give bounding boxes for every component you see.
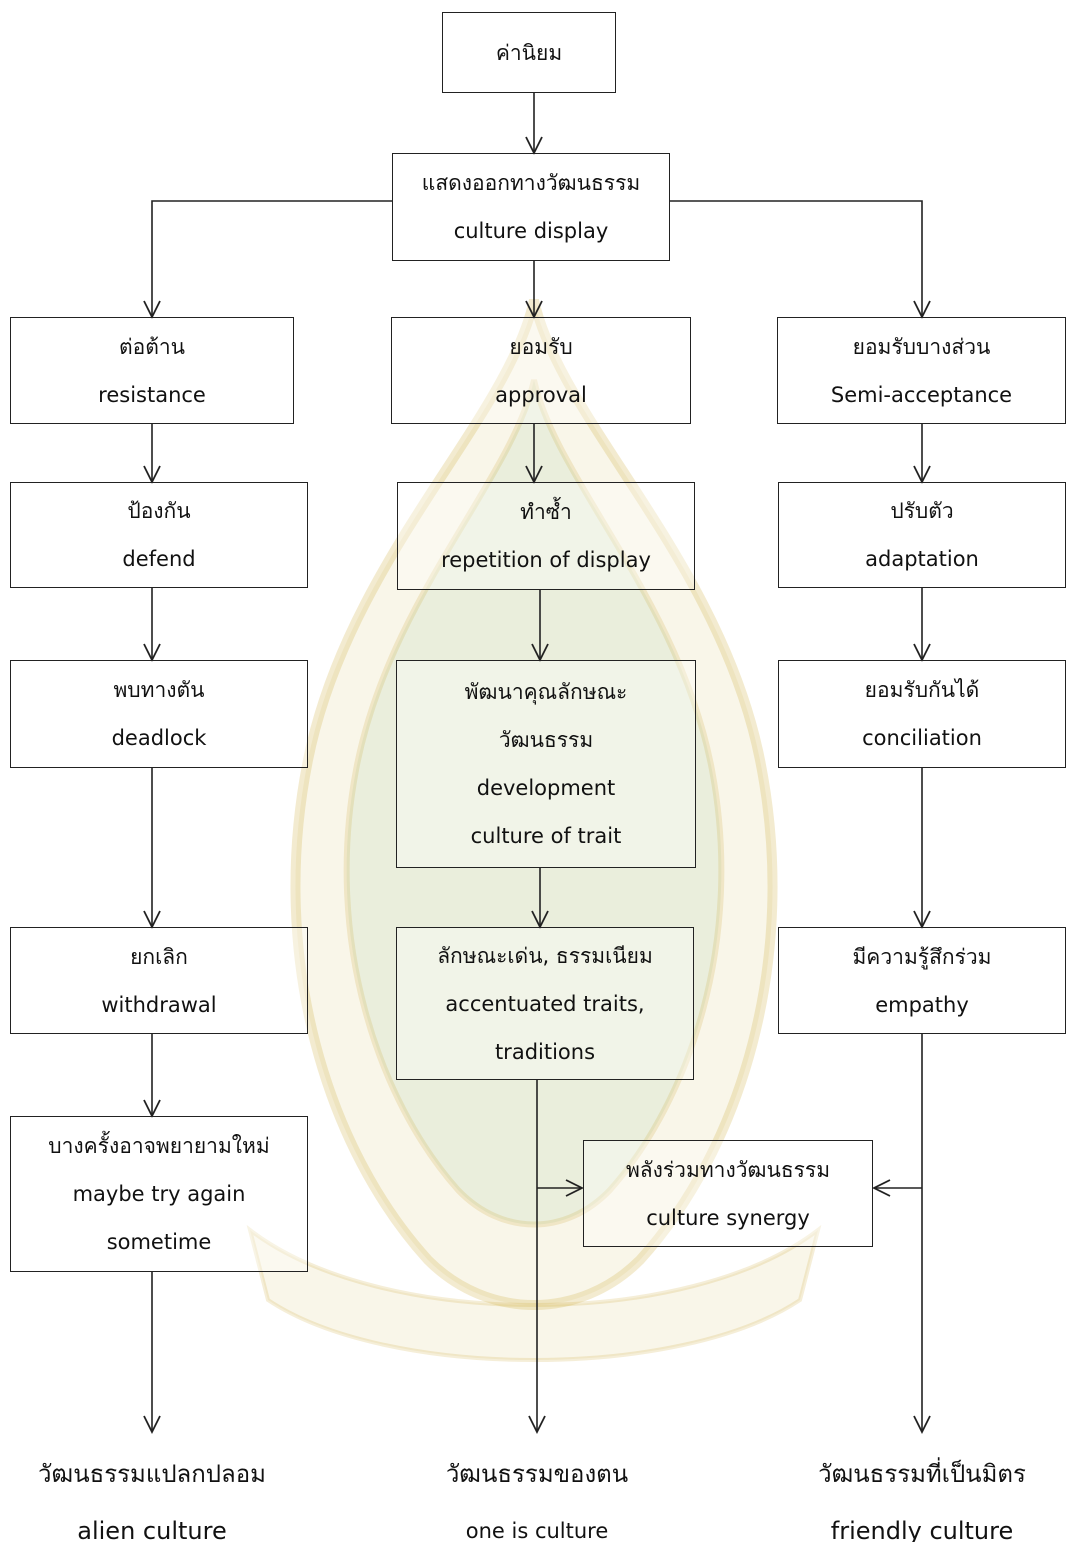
node-try-again-en1: maybe try again (72, 1182, 246, 1206)
node-try-again: บางครั้งอาจพยายามใหม่ maybe try again so… (10, 1116, 308, 1272)
node-traits-th: ลักษณะเด่น, ธรรมเนียม (437, 943, 653, 968)
node-adaptation-en: adaptation (865, 547, 979, 571)
arrow-display-to-resistance (152, 200, 392, 317)
node-repetition-en: repetition of display (441, 548, 651, 572)
outcome-alien-culture-th: วัฒนธรรมแปลกปลอม (38, 1460, 266, 1488)
outcome-alien-culture: วัฒนธรรมแปลกปลอม alien culture (2, 1446, 302, 1542)
node-resistance: ต่อต้าน resistance (10, 317, 294, 424)
node-conciliation: ยอมรับกันได้ conciliation (778, 660, 1066, 768)
node-culture-display-en: culture display (453, 219, 609, 243)
outcome-own-culture-en: one is culture (465, 1519, 609, 1542)
node-values-th: ค่านิยม (495, 40, 563, 65)
outcome-own-culture: วัฒนธรรมของตน one is culture (387, 1446, 687, 1542)
outcome-friendly-culture-en: friendly culture (830, 1517, 1014, 1542)
node-values: ค่านิยม (442, 12, 616, 93)
node-development-th1: พัฒนาคุณลักษณะ (464, 680, 628, 704)
node-development-th2: วัฒนธรรม (498, 728, 594, 752)
node-defend-en: defend (122, 547, 196, 571)
outcome-friendly-culture-th: วัฒนธรรมที่เป็นมิตร (818, 1460, 1026, 1488)
node-defend: ป้องกัน defend (10, 482, 308, 588)
node-approval: ยอมรับ approval (391, 317, 691, 424)
node-deadlock-en: deadlock (111, 726, 207, 750)
node-semi-acceptance-en: Semi-acceptance (830, 382, 1013, 407)
node-repetition: ทำซ้ำ repetition of display (397, 482, 695, 590)
node-adaptation-th: ปรับตัว (890, 499, 954, 523)
node-traits-en1: accentuated traits, (445, 991, 645, 1016)
watermark-outer-shape (290, 298, 778, 1310)
watermark-inner-shape (343, 379, 725, 1228)
node-conciliation-th: ยอมรับกันได้ (864, 678, 980, 702)
outcome-friendly-culture: วัฒนธรรมที่เป็นมิตร friendly culture (772, 1446, 1068, 1542)
node-defend-th: ป้องกัน (127, 499, 191, 523)
node-culture-display: แสดงออกทางวัฒนธรรม culture display (392, 153, 670, 261)
outcome-own-culture-th: วัฒนธรรมของตน (445, 1460, 629, 1488)
node-withdrawal-en: withdrawal (101, 992, 217, 1017)
outcome-alien-culture-en: alien culture (77, 1517, 227, 1542)
node-resistance-en: resistance (98, 382, 206, 407)
node-semi-acceptance: ยอมรับบางส่วน Semi-acceptance (777, 317, 1066, 424)
node-adaptation: ปรับตัว adaptation (778, 482, 1066, 588)
node-withdrawal-th: ยกเลิก (130, 944, 188, 969)
node-semi-acceptance-th: ยอมรับบางส่วน (852, 334, 991, 359)
node-traits: ลักษณะเด่น, ธรรมเนียม accentuated traits… (396, 927, 694, 1080)
arrow-display-to-semi (670, 200, 922, 317)
watermark-ribbon (246, 1224, 822, 1362)
node-approval-en: approval (495, 382, 587, 407)
node-try-again-en2: sometime (106, 1230, 212, 1254)
node-culture-display-th: แสดงออกทางวัฒนธรรม (421, 171, 641, 195)
node-development-en1: development (476, 776, 616, 800)
node-synergy-th: พลังร่วมทางวัฒนธรรม (625, 1157, 831, 1182)
node-repetition-th: ทำซ้ำ (520, 500, 572, 524)
node-traits-en2: traditions (494, 1039, 596, 1064)
node-approval-th: ยอมรับ (509, 334, 573, 359)
node-deadlock-th: พบทางตัน (113, 678, 205, 702)
node-deadlock: พบทางตัน deadlock (10, 660, 308, 768)
node-development: พัฒนาคุณลักษณะ วัฒนธรรม development cult… (396, 660, 696, 868)
node-empathy-th: มีความรู้สึกร่วม (852, 944, 992, 969)
node-withdrawal: ยกเลิก withdrawal (10, 927, 308, 1034)
node-synergy: พลังร่วมทางวัฒนธรรม culture synergy (583, 1140, 873, 1247)
node-synergy-en: culture synergy (646, 1205, 810, 1230)
node-empathy-en: empathy (875, 992, 969, 1017)
node-empathy: มีความรู้สึกร่วม empathy (778, 927, 1066, 1034)
node-conciliation-en: conciliation (862, 726, 982, 750)
node-resistance-th: ต่อต้าน (118, 334, 186, 359)
node-development-en2: culture of trait (470, 824, 622, 848)
node-try-again-th: บางครั้งอาจพยายามใหม่ (48, 1134, 270, 1158)
